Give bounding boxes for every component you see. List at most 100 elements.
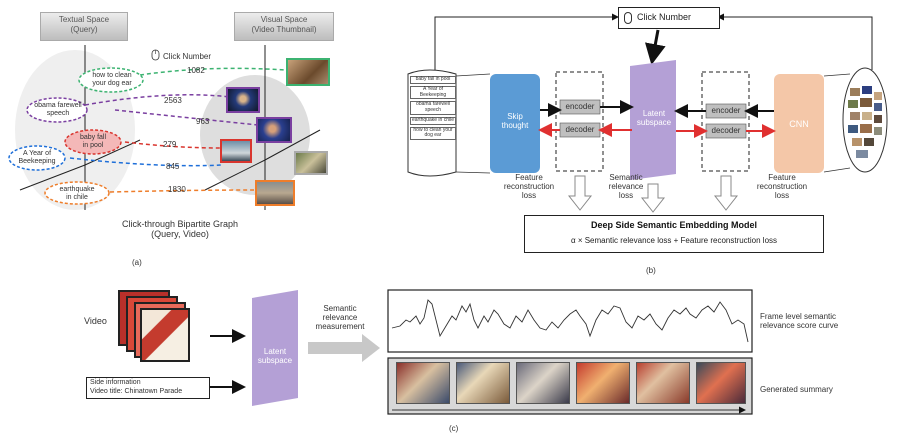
thumbnail-baby-pool bbox=[220, 139, 252, 163]
feature-left-line2: reconstruction bbox=[503, 182, 555, 192]
latent-b-line2: subspace bbox=[636, 118, 672, 128]
skip-thought-label: Skip thought bbox=[490, 112, 540, 130]
link-purple-2 bbox=[114, 109, 259, 126]
model-title: Deep Side Semantic Embedding Model bbox=[590, 220, 758, 230]
query-blue-line2: Beekeeping bbox=[18, 158, 56, 166]
side-info-box: Side information Video title: Chinatown … bbox=[86, 377, 210, 399]
loss-arrow-right bbox=[713, 175, 739, 211]
visual-space-title: Visual Space bbox=[260, 15, 308, 24]
click-number-box: Click Number bbox=[618, 7, 720, 29]
feature-right-line2: reconstruction bbox=[756, 182, 808, 192]
link-green bbox=[139, 67, 286, 76]
loss-arrow-left bbox=[567, 175, 593, 211]
link-orange bbox=[109, 189, 256, 193]
query-blue-line1: A Year of bbox=[22, 150, 52, 157]
skip-label-line1: Skip bbox=[507, 112, 523, 121]
curve-label: Frame level semantic relevance score cur… bbox=[760, 312, 838, 330]
click-count-845: 845 bbox=[166, 162, 180, 171]
semantic-line3: loss bbox=[618, 191, 634, 201]
scroll-item-0: baby fall in pool bbox=[410, 76, 456, 84]
feature-right-line1: Feature bbox=[768, 173, 796, 182]
thumbnail-obama-2 bbox=[256, 117, 292, 143]
mouse-icon bbox=[624, 12, 632, 24]
summary-thumb-5 bbox=[636, 362, 690, 404]
thumbnail-earthquake bbox=[255, 180, 295, 206]
query-green-line1: how to clean bbox=[92, 72, 132, 79]
query-orange: earthquake in chile bbox=[46, 186, 108, 202]
video-label: Video bbox=[84, 316, 107, 326]
query-ellipse-red bbox=[64, 129, 122, 155]
click-number-label-b: Click Number bbox=[637, 12, 692, 22]
measurement-arrow bbox=[308, 334, 380, 362]
query-purple-line1: obama farewell bbox=[34, 102, 82, 109]
latent-subspace-shape bbox=[630, 60, 676, 180]
query-ellipse-orange bbox=[44, 181, 110, 205]
semantic-loss: Semantic relevance loss bbox=[598, 173, 654, 201]
model-box: Deep Side Semantic Embedding Model α × S… bbox=[524, 215, 824, 253]
measurement-line2: relevance bbox=[322, 313, 358, 323]
curve-label-line1: Frame level semantic bbox=[760, 312, 837, 321]
query-ellipse-green bbox=[78, 67, 144, 93]
decoder-right-label: decoder bbox=[711, 126, 741, 135]
panel-b-label: (b) bbox=[646, 266, 656, 275]
textual-space-title: Textual Space bbox=[58, 15, 110, 24]
query-ellipse-purple bbox=[26, 97, 88, 123]
latent-label-c: Latent subspace bbox=[250, 347, 300, 365]
video-stack bbox=[118, 290, 190, 362]
query-orange-line1: earthquake bbox=[59, 186, 95, 193]
summary-thumb-6 bbox=[696, 362, 746, 404]
feature-loss-right: Feature reconstruction loss bbox=[752, 173, 812, 201]
caption-line1: Click-through Bipartite Graph bbox=[121, 219, 239, 229]
scroll-items: baby fall in pool A Year of Beekeeping o… bbox=[410, 76, 456, 140]
click-count-1830: 1830 bbox=[168, 185, 186, 194]
side-info-line2: Video title: Chinatown Parade bbox=[90, 388, 183, 395]
latent-c-line1: Latent bbox=[263, 347, 287, 356]
cnn-box bbox=[774, 74, 824, 173]
visual-space-sub: (Video Thumbnail) bbox=[251, 24, 317, 34]
query-purple: obama farewell speech bbox=[28, 102, 88, 118]
semantic-line2: relevance bbox=[608, 182, 644, 192]
skip-label-line2: thought bbox=[501, 121, 529, 131]
click-count-279: 279 bbox=[163, 140, 177, 149]
summary-thumbs bbox=[396, 362, 746, 406]
query-red: baby fall in pool bbox=[65, 134, 121, 150]
caption-line2: (Query, Video) bbox=[151, 229, 209, 240]
ellipse-bracket-top bbox=[823, 73, 851, 77]
summary-thumb-4 bbox=[576, 362, 630, 404]
latent-b-line1: Latent bbox=[642, 109, 666, 118]
link-red bbox=[124, 141, 223, 149]
query-orange-line2: in chile bbox=[66, 194, 88, 202]
click-count-963: 963 bbox=[196, 117, 210, 126]
thumbnail-cluster bbox=[848, 86, 882, 158]
click-to-latent-arrow bbox=[644, 29, 666, 65]
scroll-item-3: earthquake in chile bbox=[410, 116, 456, 125]
curve-label-line2: relevance score curve bbox=[760, 321, 839, 331]
click-number-label-a: Click Number bbox=[163, 52, 212, 61]
curve-frame bbox=[387, 289, 753, 353]
latent-label-b: Latent subspace bbox=[632, 109, 676, 127]
summary-thumb-2 bbox=[456, 362, 510, 404]
thumbnail-obama bbox=[226, 87, 260, 113]
measurement-line1: Semantic bbox=[323, 304, 357, 313]
bipartite-graph bbox=[8, 45, 321, 210]
encoder-left-label: encoder bbox=[565, 102, 595, 111]
query-green: how to clean your dog ear bbox=[82, 72, 142, 88]
panel-c-diagram bbox=[210, 289, 753, 415]
cnn-label: CNN bbox=[789, 119, 809, 129]
panel-c-label: (c) bbox=[449, 424, 459, 433]
relevance-curve bbox=[391, 299, 749, 343]
summary-thumb-1 bbox=[396, 362, 450, 404]
measurement-label: Semantic relevance measurement bbox=[300, 304, 380, 332]
model-formula: α × Semantic relevance loss + Feature re… bbox=[570, 236, 778, 245]
summary-label: Generated summary bbox=[760, 385, 833, 394]
ellipse-bracket-bottom bbox=[823, 167, 851, 173]
query-blue: A Year of Beekeeping bbox=[9, 150, 65, 166]
summary-thumb-3 bbox=[516, 362, 570, 404]
visual-space-header: Visual Space (Video Thumbnail) bbox=[234, 12, 334, 41]
latent-subspace-c-shape bbox=[252, 290, 298, 406]
feature-loss-left: Feature reconstruction loss bbox=[499, 173, 559, 201]
textual-space-sub: (Query) bbox=[70, 24, 98, 34]
query-red-line1: baby fall bbox=[79, 134, 107, 141]
click-count-1082: 1082 bbox=[187, 66, 205, 75]
query-red-line2: in pool bbox=[82, 142, 104, 150]
